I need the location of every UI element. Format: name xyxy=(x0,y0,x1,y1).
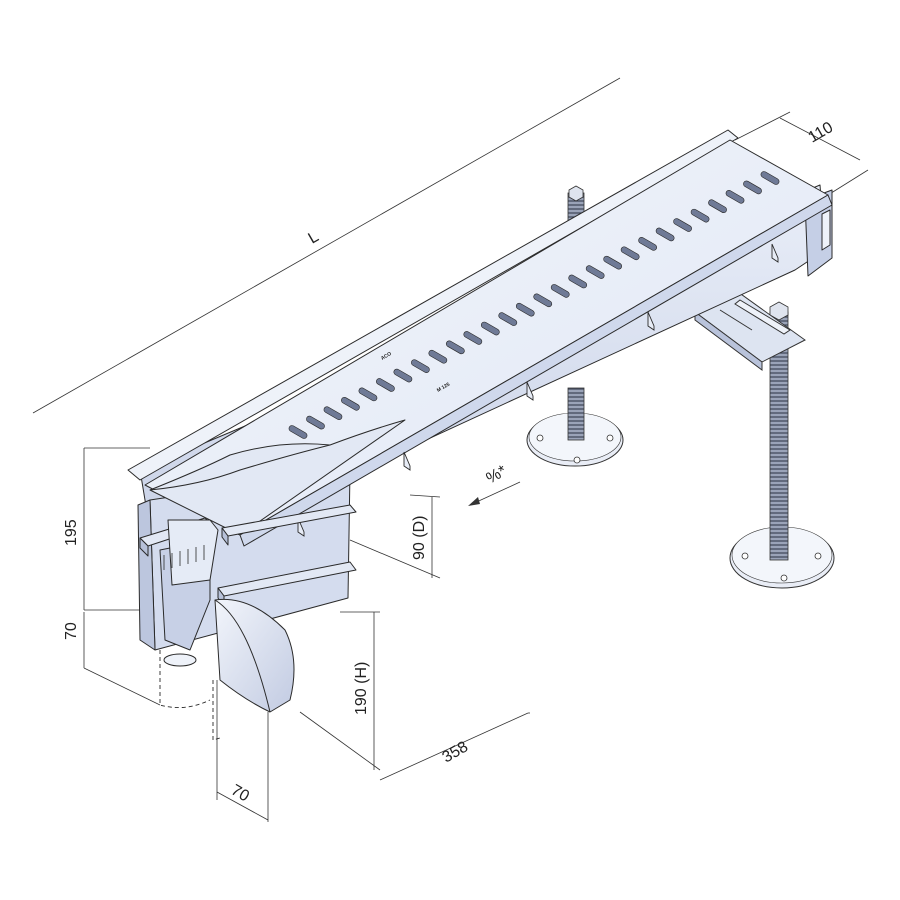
grate-slot xyxy=(480,321,500,336)
grate-slot xyxy=(743,180,762,195)
grate-slots xyxy=(288,171,780,439)
foot-bracket xyxy=(694,291,806,371)
grate-slot xyxy=(411,359,430,373)
label-height-total: 195 xyxy=(63,519,80,546)
grate-slot xyxy=(515,302,535,317)
grate-slot xyxy=(725,190,745,204)
side-clip xyxy=(771,243,779,263)
grate-slot xyxy=(690,208,710,223)
label-height-base: 70 xyxy=(63,622,80,640)
grate-slot xyxy=(498,312,518,326)
label-outlet-offset: 358 xyxy=(440,738,472,766)
grate-slot xyxy=(393,368,413,383)
outlet-assembly xyxy=(139,504,357,741)
side-clip xyxy=(526,381,534,401)
grate-slot xyxy=(603,255,623,270)
grate-slot xyxy=(708,199,727,214)
label-width: 110 xyxy=(806,119,837,147)
grate-slot xyxy=(550,284,570,298)
side-clip xyxy=(403,451,411,471)
grate-slot xyxy=(760,171,780,185)
label-depth: 90 (D) xyxy=(411,516,428,560)
grate-slot xyxy=(533,293,553,308)
grate-slot xyxy=(585,265,605,279)
grate-slot xyxy=(655,227,675,242)
label-outlet-diameter: 70 xyxy=(228,782,252,806)
grate-slot xyxy=(568,274,588,289)
adjustable-foot-rear xyxy=(526,185,624,467)
label-slope: %* xyxy=(484,463,510,488)
label-outlet-height: 190 (H) xyxy=(353,662,370,715)
grate-slot xyxy=(620,246,640,261)
grate-slot xyxy=(288,425,308,439)
grate-slot xyxy=(463,331,483,345)
grate-slot xyxy=(306,415,325,430)
grate-slot xyxy=(323,406,343,420)
grate-slot xyxy=(638,237,657,251)
grate-brand-mark: ACO xyxy=(380,351,393,362)
side-clip xyxy=(647,311,655,331)
grate-slot xyxy=(673,218,692,232)
grate-slot xyxy=(428,349,448,364)
grate-slot xyxy=(445,340,465,355)
dimension-lines xyxy=(32,77,869,822)
grate-slot xyxy=(341,396,360,411)
adjustable-foot-front xyxy=(729,301,835,589)
grate-slot xyxy=(376,378,395,392)
label-length: L xyxy=(306,228,322,247)
grate-slot xyxy=(358,387,378,402)
